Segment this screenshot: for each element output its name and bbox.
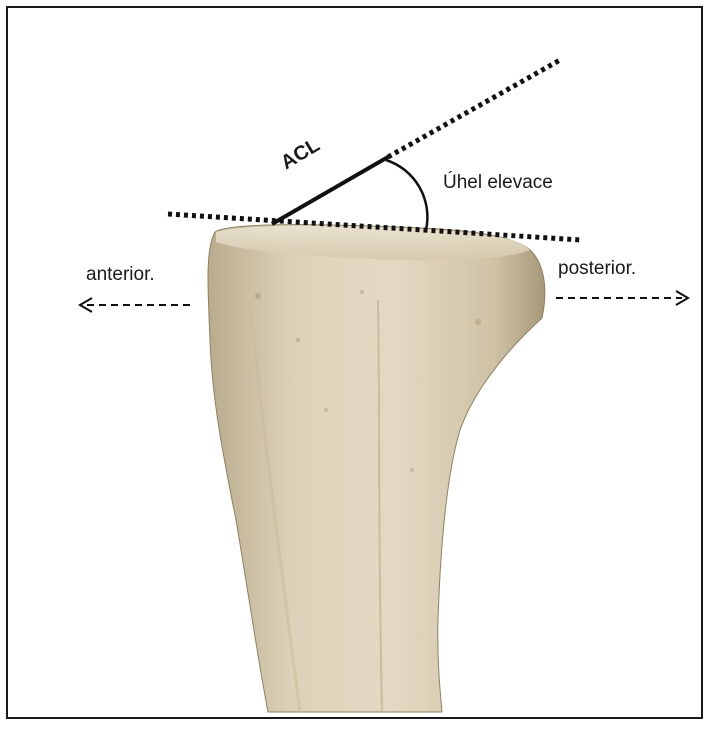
- anterior-arrow-icon: [80, 298, 190, 312]
- elevation-angle-arc: [386, 160, 427, 230]
- posterior-arrow-icon: [556, 291, 688, 305]
- elevation-angle-label: Úhel elevace: [443, 172, 553, 194]
- acl-extension-line: [388, 60, 560, 157]
- posterior-label: posterior.: [558, 258, 636, 280]
- anterior-label: anterior.: [86, 264, 155, 286]
- tibia-bone: [208, 225, 545, 712]
